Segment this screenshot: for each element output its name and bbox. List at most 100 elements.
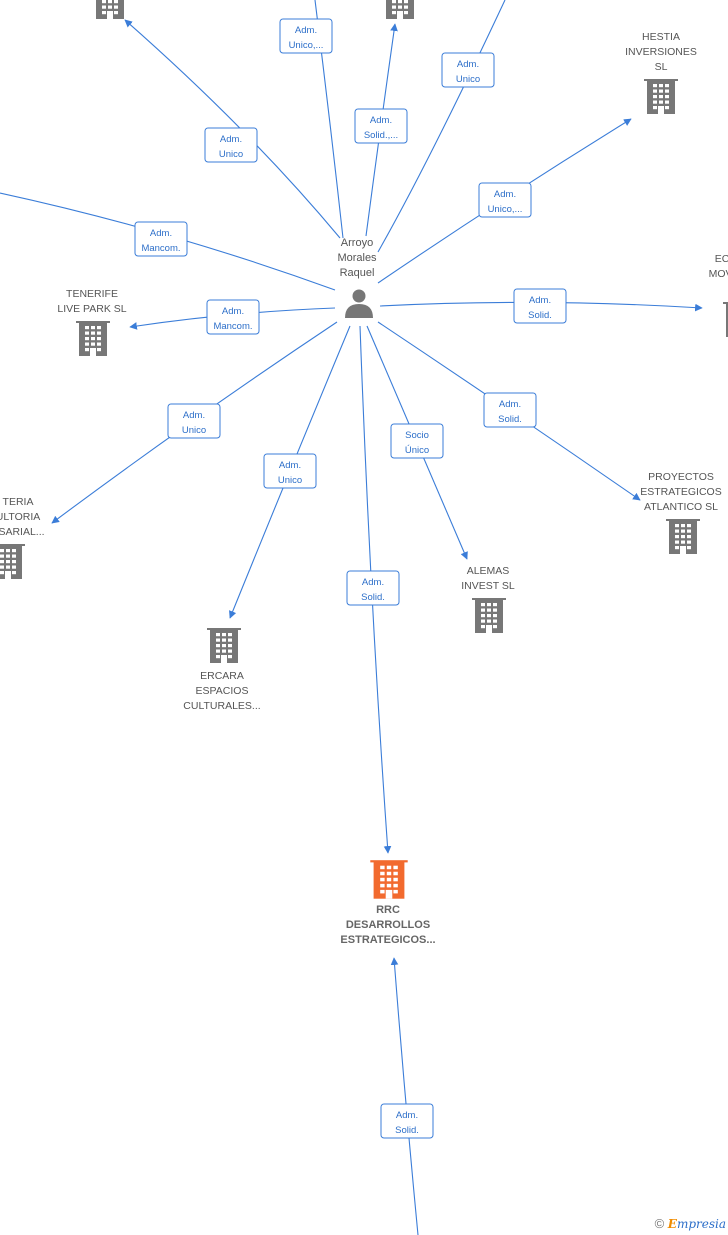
company-node-ercara[interactable]: ERCARA ESPACIOS CULTURALES... — [183, 628, 261, 712]
building-icon — [666, 519, 700, 554]
company-name-line: INVEST SL — [461, 580, 515, 592]
edge-label[interactable]: Adm. Solid. — [483, 392, 537, 428]
edge-label[interactable]: Adm.Solid. — [513, 288, 567, 324]
edge-label-text: Solid.,... — [364, 130, 398, 141]
building-icon — [207, 628, 241, 663]
footer-brand[interactable]: © Empresia — [655, 1216, 726, 1231]
copyright-symbol: © — [654, 1216, 665, 1231]
edge-label-text: Unico — [456, 74, 480, 85]
company-name-line: ESTRATEGICOS — [640, 486, 721, 498]
edge-label-text: Adm. — [220, 134, 242, 145]
edges-layer — [0, 0, 703, 1235]
edge-label-text: Adm. — [362, 577, 384, 588]
person-icon — [345, 289, 373, 318]
company-name-line: ERCARA — [200, 670, 244, 682]
nodes-layer: HESTIA INVERSIONES SL EC MOVI TENERIFE LIVE PA… — [0, 0, 728, 946]
edge-label-text: Unico,... — [488, 204, 523, 215]
person-name-line: Arroyo — [341, 237, 373, 249]
edge-label-text: Unico,... — [289, 40, 324, 51]
edge-label[interactable]: Adm. Mancom. — [134, 221, 188, 257]
company-name-line: EC — [715, 253, 728, 265]
edge-label-text: Solid. — [498, 414, 522, 425]
company-name-line: TENERIFE — [66, 288, 118, 300]
edge-label[interactable]: Adm. Unico — [204, 127, 258, 163]
company-name-line: ESARIAL... — [0, 526, 45, 538]
company-node-rrc[interactable]: RRCDESARROLLOSESTRATEGICOS... — [340, 860, 436, 946]
edge-label-text: Adm. — [370, 115, 392, 126]
edge-label-box — [478, 182, 532, 218]
company-name-line: ESPACIOS — [196, 685, 249, 697]
building-icon — [644, 79, 678, 114]
edge-label-text: Socio — [405, 430, 429, 441]
building-icon — [96, 0, 124, 19]
edge-label-text: Único — [405, 445, 429, 456]
edge-label[interactable]: Adm. Mancom. — [206, 299, 260, 335]
edge-label[interactable]: Adm. Solid. — [346, 570, 400, 606]
edge-line — [390, 957, 419, 1235]
edge-label-text: Adm. — [499, 399, 521, 410]
edge-label-text: Solid. — [528, 310, 552, 321]
edge-label-text: Adm. — [150, 228, 172, 239]
company-name-line: ESTRATEGICOS... — [340, 934, 435, 946]
edge-label[interactable]: Adm. Unico — [441, 52, 495, 88]
company-name-line: CULTURALES... — [183, 700, 260, 712]
company-name-line: PROYECTOS — [648, 471, 714, 483]
building-icon — [472, 598, 506, 633]
edge-label-box — [204, 127, 258, 163]
edge-label[interactable]: Adm.Solid. — [380, 1103, 434, 1139]
edge-label-text: Adm. — [494, 189, 516, 200]
edge-label-box — [167, 403, 221, 439]
company-node-tenerife[interactable]: TENERIFE LIVE PARK SL — [57, 288, 127, 356]
edge-label-text: Mancom. — [213, 321, 252, 332]
edge-label-box — [380, 1103, 434, 1139]
edge-label[interactable]: Adm. Unico,... — [478, 182, 532, 218]
edge-label[interactable]: Adm. Unico — [167, 403, 221, 439]
company-node-hestia[interactable]: HESTIA INVERSIONES SL — [625, 31, 697, 114]
edge-label-text: Adm. — [183, 410, 205, 421]
building-icon — [0, 544, 25, 579]
edge-label-box — [354, 108, 408, 144]
building-icon — [370, 860, 408, 899]
edge-label-text: Solid. — [361, 592, 385, 603]
edge-label[interactable]: Adm.Unico,... — [279, 18, 333, 54]
company-name-line: MOVI — [709, 268, 728, 280]
company-name-line: HESTIA — [642, 31, 680, 43]
building-icon — [386, 0, 414, 19]
person-name-line: Morales — [337, 252, 377, 264]
edge-label-text: Solid. — [395, 1125, 419, 1136]
company-node-consultoria[interactable]: TERIAULTORIAESARIAL... — [0, 496, 45, 579]
company-name-line: RRC — [376, 904, 400, 916]
company-node-top-left[interactable] — [93, 0, 127, 19]
company-name-line: TERIA — [3, 496, 34, 508]
edge-label-box — [134, 221, 188, 257]
company-node-alemas[interactable]: ALEMAS INVEST SL — [461, 565, 515, 633]
edge-label-text: Mancom. — [141, 243, 180, 254]
edge-label-text: Unico — [219, 149, 243, 160]
edge-label-text: Unico — [182, 425, 206, 436]
building-icon — [76, 321, 110, 356]
company-node-top-center[interactable] — [383, 0, 417, 19]
edge-label[interactable]: Adm. Solid.,... — [354, 108, 408, 144]
edge-label-text: Adm. — [457, 59, 479, 70]
edge-label-box — [390, 423, 444, 459]
edge-label-box — [263, 453, 317, 489]
edge-label-box — [206, 299, 260, 335]
company-name-line: LIVE PARK SL — [57, 303, 126, 315]
edge-label-box — [483, 392, 537, 428]
edge-label-box — [513, 288, 567, 324]
company-name-line: SL — [655, 61, 668, 73]
company-name-line: ATLANTICO SL — [644, 501, 718, 513]
company-name-line: ALEMAS — [467, 565, 510, 577]
company-node-ec-movi[interactable]: EC MOVI — [709, 253, 728, 337]
company-name-line: INVERSIONES — [625, 46, 697, 58]
edge-label-box — [346, 570, 400, 606]
edge-label[interactable]: Adm.Unico — [263, 453, 317, 489]
edge-label-box — [279, 18, 333, 54]
edge-label-text: Adm. — [222, 306, 244, 317]
edge-label-text: Unico — [278, 475, 302, 486]
company-node-proyectos[interactable]: PROYECTOS ESTRATEGICOS ATLANTICO SL — [640, 471, 722, 554]
edge-label-box — [441, 52, 495, 88]
